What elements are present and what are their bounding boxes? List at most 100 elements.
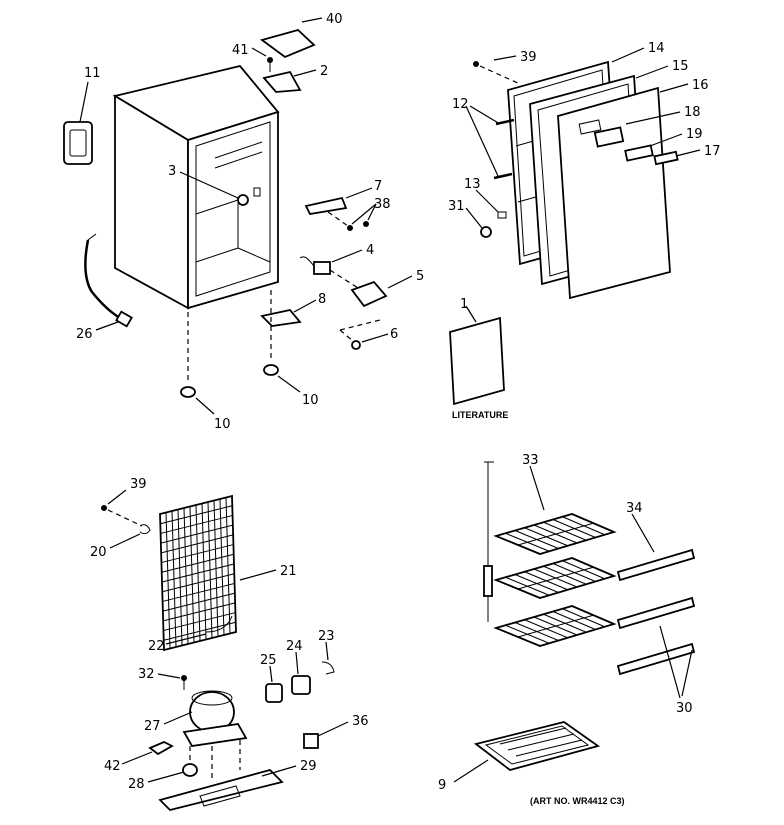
callout-34: 34	[626, 501, 643, 516]
leader-22	[165, 633, 207, 645]
leader-30a	[659, 625, 681, 699]
cabinet-light-part	[253, 187, 261, 197]
leader-10a	[195, 397, 215, 415]
leader-12b	[465, 105, 499, 177]
leader-24	[295, 651, 299, 675]
top-panel-part	[259, 28, 316, 59]
leader-38b	[351, 203, 377, 225]
bracket-42-part	[148, 741, 174, 756]
leader-41	[251, 47, 267, 57]
callout-31: 31	[448, 199, 465, 214]
bracket-2-part	[262, 70, 302, 93]
callout-8: 8	[318, 292, 326, 307]
callout-14: 14	[648, 41, 665, 56]
part-36	[303, 733, 319, 749]
leader-30b	[681, 649, 693, 697]
shelf-bar-30a-part	[616, 596, 696, 630]
dash-39-top	[479, 65, 521, 85]
callout-21: 21	[280, 564, 297, 579]
shelf-bar-34-part	[616, 548, 696, 582]
leader-33	[529, 465, 545, 511]
drip-tray-9-inner	[484, 725, 590, 765]
callout-10-right: 10	[302, 393, 319, 408]
leader-39-bottom	[107, 489, 127, 505]
leader-31	[465, 207, 483, 229]
drip-tray-rib-3	[515, 739, 583, 757]
condenser-horizontal-wire	[160, 505, 233, 525]
leader-3	[179, 171, 239, 199]
condenser-horizontal-wire	[161, 563, 235, 583]
callout-1: 1	[460, 297, 468, 312]
cabinet-front	[187, 110, 279, 310]
callout-13: 13	[464, 177, 481, 192]
callout-4: 4	[366, 243, 374, 258]
base-plate-29-detail	[199, 785, 241, 807]
compressor-base	[182, 723, 248, 747]
callout-26: 26	[76, 327, 93, 342]
leader-25	[269, 665, 273, 683]
leader-18	[625, 111, 681, 125]
leader-11	[79, 81, 89, 123]
screw-38a-part	[347, 225, 353, 231]
hinge-plate-7-part	[304, 196, 348, 215]
leader-7	[345, 187, 373, 199]
door-group: LITERATURE 39 14 15 16 12 18 19 17 13 31…	[448, 41, 721, 420]
shelf-cross-wire	[517, 614, 595, 638]
literature-booklet	[449, 316, 505, 406]
condenser-horizontal-wire	[162, 592, 235, 612]
leader-16	[659, 83, 689, 93]
callout-30: 30	[676, 701, 693, 716]
tube-22-part	[205, 615, 233, 633]
callout-2: 2	[320, 64, 328, 79]
leader-29	[261, 765, 297, 777]
leader-42	[121, 751, 153, 765]
dash-6-a	[339, 319, 381, 331]
condenser-horizontal-wire	[163, 621, 236, 641]
leader-26	[95, 321, 119, 331]
leader-34	[631, 513, 655, 553]
part-23	[321, 661, 335, 675]
power-cord-part	[84, 239, 121, 320]
callout-9: 9	[438, 778, 446, 793]
cabinet-opening	[195, 121, 271, 297]
wire-shelves	[493, 513, 617, 647]
callout-7: 7	[374, 179, 382, 194]
dash-4-5	[329, 269, 359, 289]
leader-32	[157, 673, 181, 679]
door-badge-part	[578, 119, 602, 135]
door-bumper-31-part	[480, 226, 492, 238]
leader-5	[387, 275, 413, 289]
power-plug-part	[115, 310, 133, 328]
callout-11: 11	[84, 66, 101, 81]
leader-36	[317, 721, 349, 737]
shelf-cross-wire	[517, 522, 595, 546]
screw-6-part	[351, 340, 361, 350]
condenser-horizontal-wire	[160, 514, 233, 534]
callout-25: 25	[260, 653, 277, 668]
callout-33: 33	[522, 453, 539, 468]
callout-29: 29	[300, 759, 317, 774]
condenser-horizontal-wire	[160, 524, 233, 544]
callout-6: 6	[390, 327, 398, 342]
screw-39-bottom-part	[101, 505, 107, 511]
part-25	[265, 683, 283, 703]
leader-8	[293, 299, 317, 313]
door-trim-19-part	[624, 144, 654, 162]
callout-18: 18	[684, 105, 701, 120]
condenser-horizontal-wire	[162, 573, 235, 593]
callout-36: 36	[352, 714, 369, 729]
thermostat-knob-part	[237, 194, 249, 206]
condenser-group: 39 20 21 22 23 24 25 32 27 36 42 28 29	[90, 477, 369, 811]
gasket-frame-11-inner	[69, 129, 87, 157]
leader-10b	[277, 375, 301, 393]
callout-24: 24	[286, 639, 303, 654]
door-stop-13-part	[497, 211, 507, 219]
callout-22: 22	[148, 639, 165, 654]
leader-38a	[367, 203, 377, 221]
part-24	[291, 675, 311, 695]
leader-2	[293, 69, 317, 77]
leader-15	[635, 65, 669, 79]
door-pin-12b	[493, 172, 513, 180]
leader-27	[163, 711, 193, 725]
